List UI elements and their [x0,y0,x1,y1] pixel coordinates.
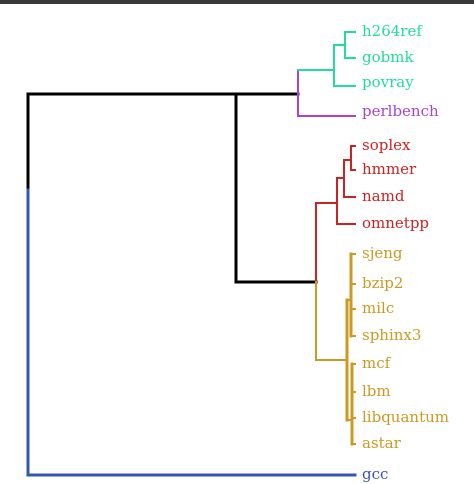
namd-branch [343,177,356,198]
leaf-label-sjeng: sjeng [362,244,403,262]
cyan-upper-join [333,44,346,71]
leaf-label-sphinx3: sphinx3 [362,326,421,344]
dendrogram-leaf-labels: h264ref gobmk povray perlbench soplex hmmer na… [362,22,449,483]
soplex-hmmer-link [343,159,352,179]
red-stem [315,202,338,283]
omnetpp-branch [336,202,356,225]
red-upper-join [336,177,345,204]
leaf-label-libquantum: libquantum [362,408,449,426]
leaf-label-perlbench: perlbench [362,102,439,120]
gold-stem [315,281,348,361]
leaf-label-gobmk: gobmk [362,48,414,66]
root-link-upper [26,92,238,192]
leaf-label-soplex: soplex [362,136,411,154]
leaf-label-h264ref: h264ref [362,22,423,40]
leaf-label-hmmer: hmmer [362,160,417,178]
leaf-label-lbm: lbm [362,382,391,400]
leaf-label-mcf: mcf [362,354,392,372]
leaf-label-omnetpp: omnetpp [362,214,429,232]
leaf-label-astar: astar [362,434,402,452]
leaf-label-namd: namd [362,187,405,205]
dendrogram-links [26,31,357,477]
leaf-label-povray: povray [362,73,414,91]
leaf-label-bzip2: bzip2 [362,274,403,292]
povray-branch [333,69,356,87]
perlbench-branch [297,69,356,117]
top-border [0,0,474,4]
leaf-label-milc: milc [362,299,394,317]
gcc-branch [26,188,357,477]
leaf-label-gcc: gcc [362,465,388,483]
root-link-middle [234,92,318,284]
